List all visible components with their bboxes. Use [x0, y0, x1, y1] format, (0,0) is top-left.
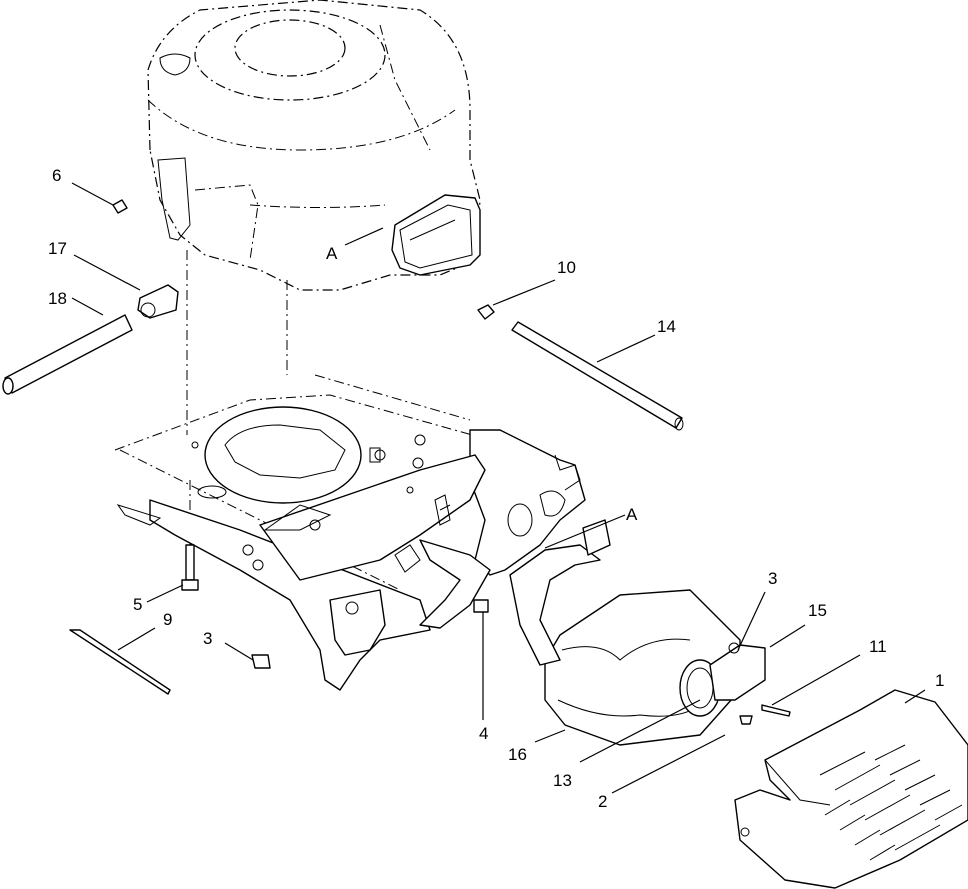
- hardware-parts: [2, 199, 791, 725]
- frame-chassis: [114, 374, 586, 691]
- callout-4: 4: [479, 724, 488, 743]
- leader-lines: [71, 182, 926, 794]
- callout-11: 11: [869, 637, 887, 656]
- callout-16: 16: [508, 745, 527, 764]
- callout-18: 18: [48, 289, 67, 308]
- callout-9: 9: [163, 610, 172, 629]
- callout-1: 1: [935, 671, 944, 690]
- callout-labels: 1 2 3 3 4 5 6 9 10 11 13 14 15 16 17 18 …: [48, 166, 944, 811]
- heat-shield-slots: [819, 744, 963, 861]
- callout-3-left: 3: [203, 629, 212, 648]
- muffler: [509, 519, 766, 746]
- callout-6: 6: [52, 166, 61, 185]
- callout-ref-a-exhaust: A: [626, 505, 638, 524]
- callout-2: 2: [598, 792, 607, 811]
- callout-ref-a-engine: A: [326, 244, 338, 263]
- callout-5: 5: [133, 595, 142, 614]
- callout-15: 15: [808, 601, 827, 620]
- heat-shield: [734, 689, 968, 889]
- callout-3-right: 3: [768, 569, 777, 588]
- callout-13: 13: [553, 771, 572, 790]
- engine-phantom: [147, 0, 481, 291]
- callout-17: 17: [48, 239, 67, 258]
- callout-14: 14: [657, 317, 676, 336]
- callout-10: 10: [557, 258, 576, 277]
